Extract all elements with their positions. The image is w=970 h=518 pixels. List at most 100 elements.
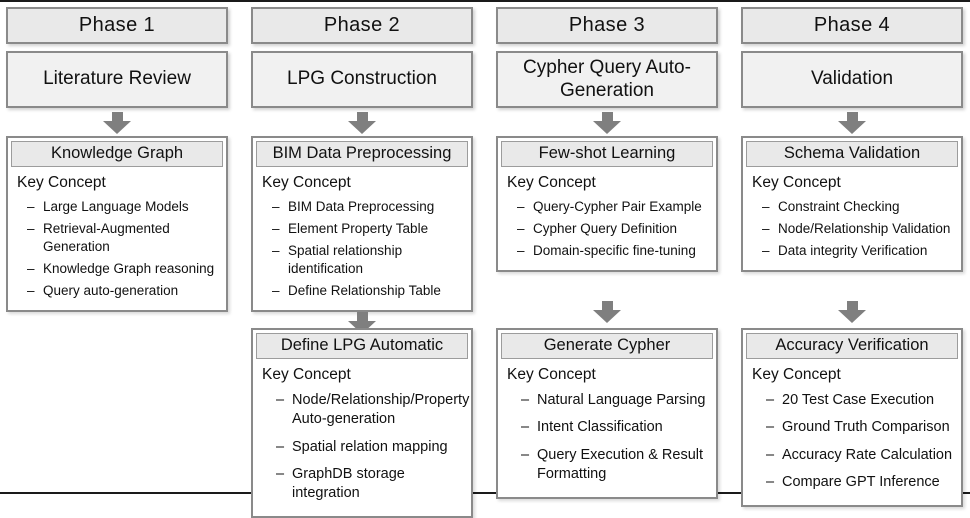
dash-bullet: –	[762, 199, 770, 214]
down-arrow-icon	[592, 301, 622, 323]
concept-box-body: Key Concept – 20 Test Case Execution – G…	[743, 359, 961, 505]
first-box-slot: BIM Data Preprocessing Key Concept – BIM…	[251, 136, 473, 334]
phase-title-label: Literature Review	[43, 68, 191, 90]
dash-bullet: –	[276, 438, 285, 455]
key-concept-label: Key Concept	[262, 366, 351, 383]
arrow-stem	[846, 112, 858, 121]
arrow-head	[838, 310, 866, 323]
key-concept-item: – Ground Truth Comparison	[766, 418, 956, 437]
dash-bullet: –	[517, 199, 525, 214]
phase-column: Phase 1 Literature Review Knowledge Grap…	[6, 7, 228, 488]
phase-title-label: Cypher Query Auto-Generation	[523, 56, 691, 101]
key-concept-item: – Knowledge Graph reasoning	[27, 260, 221, 278]
dash-bullet: –	[272, 282, 280, 298]
down-arrow-icon	[347, 112, 377, 134]
dash-bullet: –	[276, 392, 285, 408]
key-concept-item: – BIM Data Preprocessing	[272, 198, 466, 216]
concept-box: BIM Data Preprocessing Key Concept – BIM…	[251, 136, 473, 312]
key-concept-item-text: Retrieval-Augmented Generation	[43, 220, 170, 254]
key-concept-label: Key Concept	[507, 366, 596, 383]
key-concept-item-text: Data integrity Verification	[778, 242, 928, 258]
key-concept-label: Key Concept	[507, 174, 596, 191]
key-concept-item: – Intent Classification	[521, 418, 711, 437]
key-concept-item: – 20 Test Case Execution	[766, 391, 956, 410]
key-concept-item: – Accuracy Rate Calculation	[766, 446, 956, 465]
concept-box-header: Accuracy Verification	[746, 333, 958, 359]
dash-bullet: –	[766, 392, 775, 408]
arrow-stem	[356, 311, 368, 321]
dash-bullet: –	[517, 220, 525, 236]
concept-box: Schema Validation Key Concept – Constrai…	[741, 136, 963, 272]
key-concept-item-text: Intent Classification	[537, 419, 663, 436]
first-box-slot: Knowledge Graph Key Concept – Large Lang…	[6, 136, 228, 312]
concept-box-body: Key Concept – Large Language Models – Re…	[8, 167, 226, 310]
concept-box-stack: Schema Validation Key Concept – Constrai…	[741, 136, 963, 508]
dash-bullet: –	[762, 220, 770, 236]
key-concept-list: – Natural Language Parsing – Intent Clas…	[507, 388, 711, 489]
phase-title-label: LPG Construction	[287, 68, 437, 90]
first-box-slot: Few-shot Learning Key Concept – Query-Cy…	[496, 136, 718, 328]
key-concept-list: – Node/Relationship/Property Auto-genera…	[262, 388, 469, 508]
key-concept-item: – Data integrity Verification	[762, 242, 956, 260]
key-concept-list: – BIM Data Preprocessing – Element Prope…	[262, 196, 466, 302]
key-concept-item-text: Accuracy Rate Calculation	[782, 446, 953, 463]
concept-box-body: Key Concept – Constraint Checking – Node…	[743, 167, 961, 270]
key-concept-item: – Retrieval-Augmented Generation	[27, 220, 221, 256]
key-concept-item-text: Node/Relationship/Property Auto-generati…	[292, 392, 470, 428]
concept-box-header: BIM Data Preprocessing	[256, 141, 468, 167]
key-concept-item: – Cypher Query Definition	[517, 220, 711, 238]
concept-box-stack: Few-shot Learning Key Concept – Query-Cy…	[496, 136, 718, 500]
phase-column: Phase 2 LPG Construction BIM Data Prepro…	[251, 7, 473, 518]
phase-label: Phase 2	[323, 14, 401, 36]
first-box-slot: Schema Validation Key Concept – Constrai…	[741, 136, 963, 328]
arrow-head	[103, 121, 131, 134]
phase-label: Phase 4	[813, 14, 891, 36]
key-concept-item-text: Natural Language Parsing	[537, 392, 706, 408]
key-concept-label: Key Concept	[752, 174, 841, 191]
key-concept-item: – Compare GPT Inference	[766, 473, 956, 492]
concept-box: Generate Cypher Key Concept – Natural La…	[496, 328, 718, 500]
concept-box: Few-shot Learning Key Concept – Query-Cy…	[496, 136, 718, 272]
dash-bullet: –	[762, 242, 770, 258]
arrow-head	[593, 310, 621, 323]
key-concept-item: – Query Execution & Result Formatting	[521, 446, 711, 485]
key-concept-item-text: Query Execution & Result Formatting	[537, 446, 704, 482]
key-concept-item-text: Cypher Query Definition	[533, 220, 678, 236]
key-concept-item-text: Ground Truth Comparison	[782, 419, 950, 436]
key-concept-item: – GraphDB storage integration	[276, 465, 466, 504]
concept-box-header: Define LPG Automatic	[256, 333, 468, 359]
down-arrow-icon	[102, 112, 132, 134]
key-concept-item-text: Node/Relationship Validation	[778, 220, 951, 236]
concept-box-header: Schema Validation	[746, 141, 958, 167]
dash-bullet: –	[766, 446, 775, 463]
arrow-stem	[601, 112, 613, 121]
key-concept-item: – Query auto-generation	[27, 282, 221, 300]
phase-title-label: Validation	[810, 68, 894, 90]
dash-bullet: –	[521, 392, 530, 408]
concept-box-stack: BIM Data Preprocessing Key Concept – BIM…	[251, 136, 473, 518]
key-concept-item: – Define Relationship Table	[272, 282, 466, 300]
key-concept-item: – Node/Relationship/Property Auto-genera…	[276, 391, 469, 430]
key-concept-item-text: Define Relationship Table	[288, 282, 441, 298]
dash-bullet: –	[521, 446, 530, 463]
key-concept-label: Key Concept	[17, 174, 106, 191]
arrow-head	[838, 121, 866, 134]
key-concept-list: – 20 Test Case Execution – Ground Truth …	[752, 388, 956, 497]
key-concept-item-text: Spatial relationship identification	[288, 242, 403, 276]
phase-title-box: LPG Construction	[251, 51, 473, 108]
down-arrow-icon	[592, 112, 622, 134]
dash-bullet: –	[272, 199, 280, 214]
concept-box-body: Key Concept – BIM Data Preprocessing – E…	[253, 167, 471, 310]
key-concept-item-text: Query-Cypher Pair Example	[533, 199, 702, 214]
phase-title-box: Validation	[741, 51, 963, 108]
concept-box-body: Key Concept – Natural Language Parsing –…	[498, 359, 716, 497]
phase-label: Phase 3	[568, 14, 646, 36]
key-concept-item: – Element Property Table	[272, 220, 466, 238]
key-concept-item: – Query-Cypher Pair Example	[517, 198, 711, 216]
arrow-stem	[846, 301, 858, 310]
key-concept-item: – Spatial relationship identification	[272, 242, 466, 278]
dash-bullet: –	[27, 282, 35, 298]
concept-box-body: Key Concept – Node/Relationship/Property…	[253, 359, 471, 516]
arrow-stem	[111, 112, 123, 121]
